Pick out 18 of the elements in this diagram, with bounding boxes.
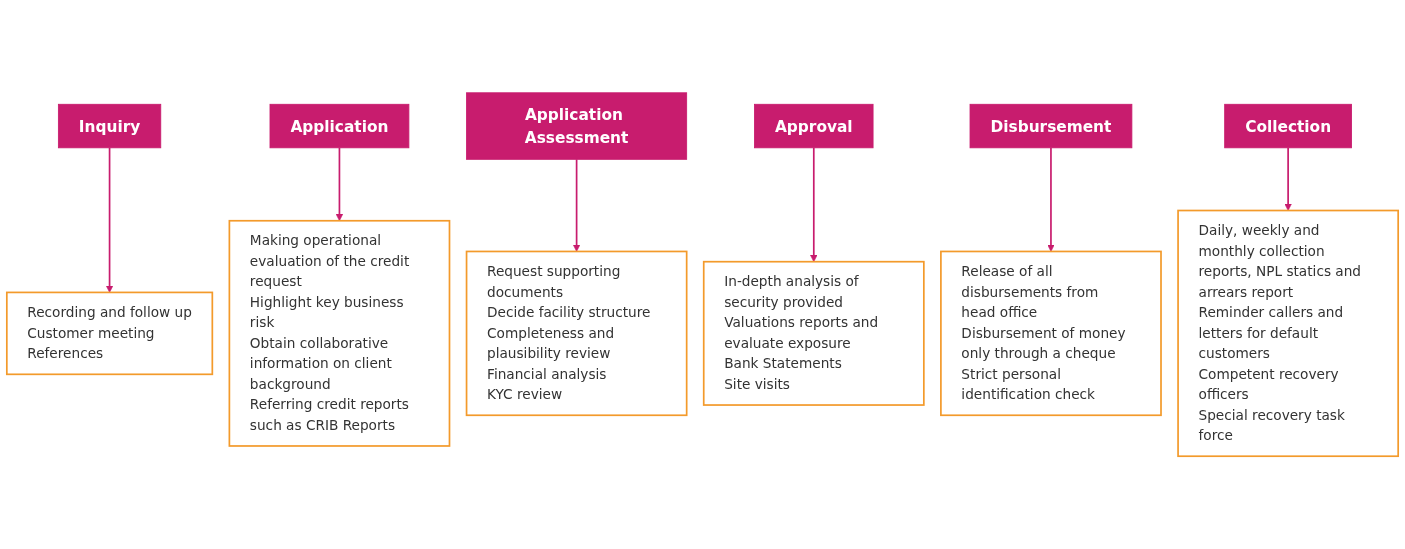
- node-box: In-depth analysis of security provided Valuations reports and evaluate exposure Bank Statements Site visits: [702, 260, 925, 406]
- node-box: Application Assessment: [466, 92, 688, 160]
- arrow: [572, 158, 581, 252]
- arrow: [1284, 146, 1292, 211]
- node-box: Application: [269, 103, 410, 149]
- node-box: Request supporting documents Decide facility structure Completeness and plausibility review Financial analysis KYC review: [465, 250, 688, 417]
- arrow: [105, 146, 114, 293]
- node-box: Inquiry: [57, 103, 162, 149]
- arrow: [1047, 146, 1055, 252]
- node-box: Recording and follow up Customer meeting References: [5, 291, 214, 376]
- node-box: Disbursement: [969, 103, 1133, 149]
- node-box: Collection: [1224, 103, 1352, 149]
- node-box: Making operational evaluation of the credit request Highlight key business risk Obtain collaborative information on client background Referring credit reports such as CRIB Reports: [228, 219, 451, 447]
- node-box: Release of all disbursements from head office Disbursement of money only through a cheque Strict personal identification check: [940, 250, 1162, 417]
- node-box: Approval: [754, 103, 874, 149]
- arrow: [810, 146, 818, 263]
- arrow: [335, 146, 344, 222]
- node-box: Daily, weekly and monthly collection reports, NPL statics and arrears report Reminder callers and letters for default customers Competent recovery officers Special recovery task force: [1177, 209, 1400, 458]
